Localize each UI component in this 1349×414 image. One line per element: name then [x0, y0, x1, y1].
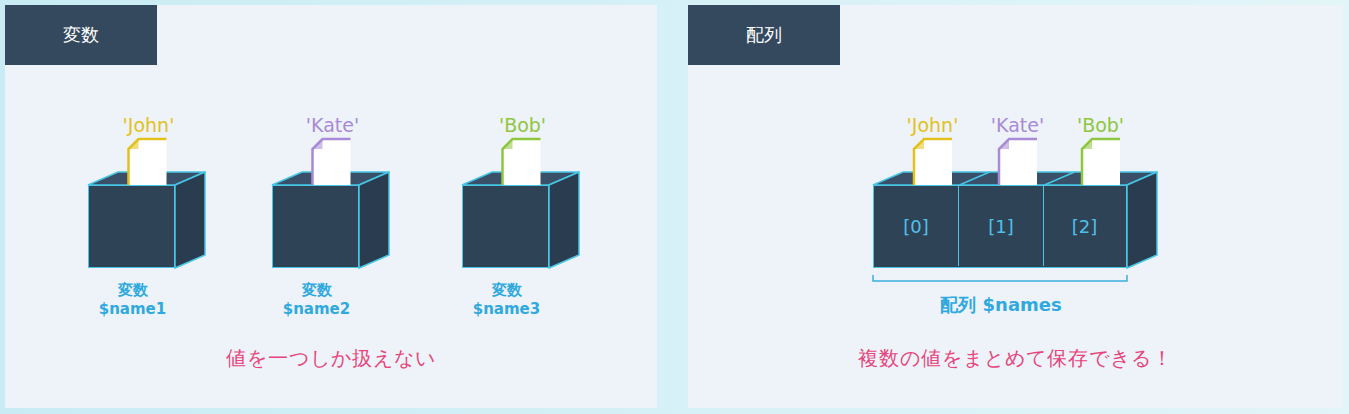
paper-fold [914, 139, 924, 149]
box-side-face [549, 172, 579, 268]
paper-icon [1082, 139, 1120, 187]
value-label: 'John' [907, 114, 959, 136]
header-text: 配列 [746, 23, 782, 47]
array-cell: 'Bob'[2] [1044, 186, 1125, 266]
paper-sheet [503, 139, 541, 187]
value-label: 'Bob' [499, 114, 546, 136]
header-text: 変数 [63, 23, 99, 47]
paper-icon [313, 139, 351, 187]
paper-sheet [1082, 139, 1120, 187]
paper-fold [1082, 139, 1092, 149]
panel: 複数の値をまとめて保存できる！配列配列 $names'John'[0]'Kate… [688, 5, 1343, 408]
box-side-face [175, 172, 205, 268]
bracket [873, 275, 1127, 281]
paper-sheet [914, 139, 952, 187]
paper-icon [914, 139, 952, 187]
caption-text: 複数の値をまとめて保存できる！ [688, 345, 1343, 372]
box-side-face [359, 172, 389, 268]
paper-icon [503, 139, 541, 187]
box-divider [1045, 172, 1075, 185]
header-tab: 配列 [688, 5, 840, 65]
paper-sheet [313, 139, 351, 187]
variable-name: 変数 $name3 [462, 281, 552, 319]
paper-icon [999, 139, 1037, 187]
paper-edge [999, 139, 1037, 187]
index-label: [2] [1072, 216, 1098, 237]
panel: 値を一つしか扱えない変数'John'変数 $name1'Kate'変数 $nam… [5, 5, 657, 408]
value-label: 'Kate' [306, 114, 359, 136]
value-label: 'John' [123, 114, 175, 136]
paper-fold [313, 139, 323, 149]
variable-box: 'John'変数 $name1 [88, 185, 175, 268]
paper-edge [313, 139, 351, 187]
box-side-face [1127, 172, 1157, 268]
index-label: [0] [903, 216, 929, 237]
paper-edge [503, 139, 541, 187]
value-label: 'Bob' [1077, 114, 1124, 136]
paper-icon [129, 139, 167, 187]
paper-fold [129, 139, 139, 149]
paper-fold [503, 139, 513, 149]
variable-box: 'Bob'変数 $name3 [462, 185, 549, 268]
box-divider [960, 172, 990, 185]
paper-edge [129, 139, 167, 187]
header-tab: 変数 [5, 5, 157, 65]
caption-text: 値を一つしか扱えない [5, 345, 657, 372]
value-label: 'Kate' [991, 114, 1044, 136]
array-box: 配列 $names'John'[0]'Kate'[1]'Bob'[2] [873, 185, 1127, 268]
variable-name: 変数 $name2 [272, 281, 362, 319]
paper-fold [999, 139, 1009, 149]
variable-box: 'Kate'変数 $name2 [272, 185, 359, 268]
variable-name: 変数 $name1 [88, 281, 178, 319]
paper-edge [914, 139, 952, 187]
index-label: [1] [988, 216, 1014, 237]
array-name: 配列 $names [940, 293, 1061, 317]
array-cell: 'John'[0] [874, 186, 959, 266]
paper-sheet [999, 139, 1037, 187]
paper-sheet [129, 139, 167, 187]
paper-edge [1082, 139, 1120, 187]
array-cell: 'Kate'[1] [959, 186, 1044, 266]
